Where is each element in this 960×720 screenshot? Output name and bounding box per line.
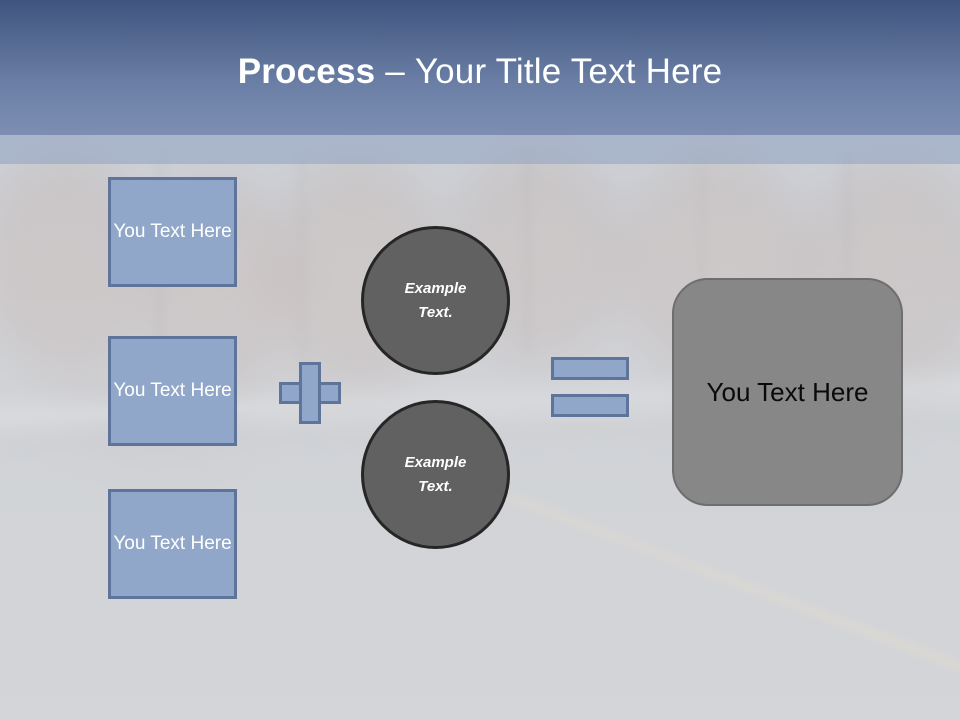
header-band [0, 0, 960, 135]
input-box-3[interactable]: You Text Here [108, 489, 237, 599]
page-title-dash: – [375, 52, 415, 91]
page-title: Process – Your Title Text Here [0, 50, 960, 94]
example-circle-2-line1: Example [404, 453, 467, 471]
equals-icon[interactable] [551, 357, 629, 417]
example-circle-2-label: Example Text. [405, 451, 467, 499]
example-circle-1-label: Example Text. [405, 277, 467, 325]
equals-bottom-bar [551, 394, 629, 417]
example-circle-2-line2: Text. [418, 477, 453, 495]
plus-icon[interactable] [279, 362, 341, 424]
example-circle-1-line1: Example [404, 279, 467, 297]
input-box-2-label: You Text Here [113, 380, 232, 401]
input-box-3-label: You Text Here [113, 533, 232, 554]
example-circle-1[interactable]: Example Text. [361, 226, 510, 375]
plus-center-fill [302, 385, 318, 401]
input-box-1[interactable]: You Text Here [108, 177, 237, 287]
example-circle-2[interactable]: Example Text. [361, 400, 510, 549]
example-circle-1-line2: Text. [418, 303, 453, 321]
result-box[interactable]: You Text Here [672, 278, 903, 506]
page-title-strong: Process [237, 52, 376, 91]
input-box-1-label: You Text Here [113, 221, 232, 242]
input-box-2[interactable]: You Text Here [108, 336, 237, 446]
result-box-label: You Text Here [706, 376, 869, 407]
page-title-rest: Your Title Text Here [414, 52, 723, 91]
equals-top-bar [551, 357, 629, 380]
header-underband [0, 135, 960, 164]
